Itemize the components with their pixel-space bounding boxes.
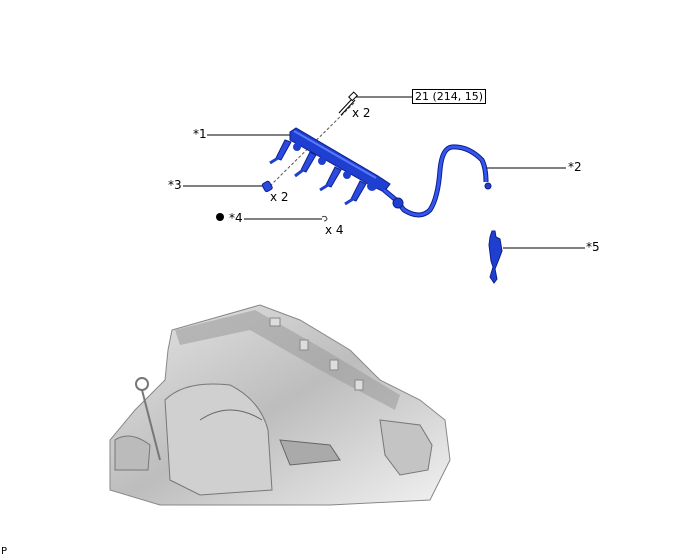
fuel-pipe-icon (382, 144, 492, 218)
non-reusable-marker-icon (216, 213, 224, 221)
label-part-4: *4 (229, 211, 243, 225)
engine-illustration (109, 304, 451, 506)
footer-code: P (1, 546, 8, 557)
label-part-2: *2 (568, 160, 582, 174)
torque-spec-box: 21 (214, 15) (412, 89, 487, 104)
label-part-5: *5 (586, 240, 600, 254)
label-part-3: *3 (168, 178, 182, 192)
clip-quantity: x 4 (325, 223, 344, 237)
fuel-delivery-pipe-icon (269, 127, 391, 206)
spacer-quantity: x 2 (270, 190, 289, 204)
bracket-icon (488, 230, 503, 284)
label-part-1: *1 (193, 127, 207, 141)
leader-lines (183, 96, 585, 249)
bolt-quantity: x 2 (352, 106, 371, 120)
spacer-icon (261, 180, 273, 193)
bolt-icon (338, 91, 358, 116)
clip-icon (321, 215, 328, 222)
